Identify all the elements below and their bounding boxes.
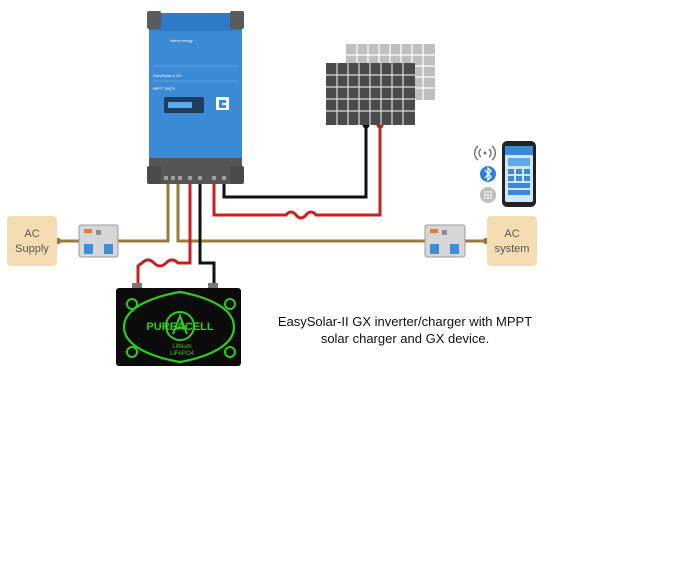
caption-line2: solar charger and GX device. (320, 331, 490, 346)
ac-supply-box: AC Supply (7, 216, 57, 266)
battery-brand: PUREACELL (146, 321, 214, 333)
ac-system-label-line1: AC (504, 228, 519, 240)
inverter-charger: victron energy EasySolar-II GX MPPT 250|… (147, 11, 244, 184)
smartphone-icon (502, 141, 536, 207)
solar-panel-front (326, 63, 415, 125)
inverter-subtitle: MPPT 250|70 (153, 87, 175, 91)
inverter-model: EasySolar-II GX (153, 73, 182, 78)
ac-supply-label-line1: AC (24, 228, 39, 240)
battery-wiring (136, 183, 216, 287)
keypad-icon (480, 187, 496, 203)
inverter-brand: victron energy (170, 39, 193, 43)
ac-system-label-line2: system (495, 243, 530, 255)
battery-chemistry-line2: LiFePO4 (170, 351, 194, 357)
ac-supply-label-line2: Supply (15, 243, 49, 255)
battery: PUREACELL Lithium LiFePO4 (116, 283, 241, 366)
caption-line1: EasySolar-II GX inverter/charger with MP… (277, 314, 533, 329)
ac-input-breaker (78, 224, 119, 258)
inverter-logo-icon (216, 97, 229, 110)
wifi-icon (473, 145, 497, 161)
bluetooth-icon (480, 166, 496, 182)
ac-output-breaker (424, 224, 466, 258)
ac-system-box: AC system (487, 216, 537, 266)
battery-chemistry-line1: Lithium (172, 344, 191, 350)
diagram-caption: EasySolar-II GX inverter/charger with MP… (255, 313, 555, 347)
